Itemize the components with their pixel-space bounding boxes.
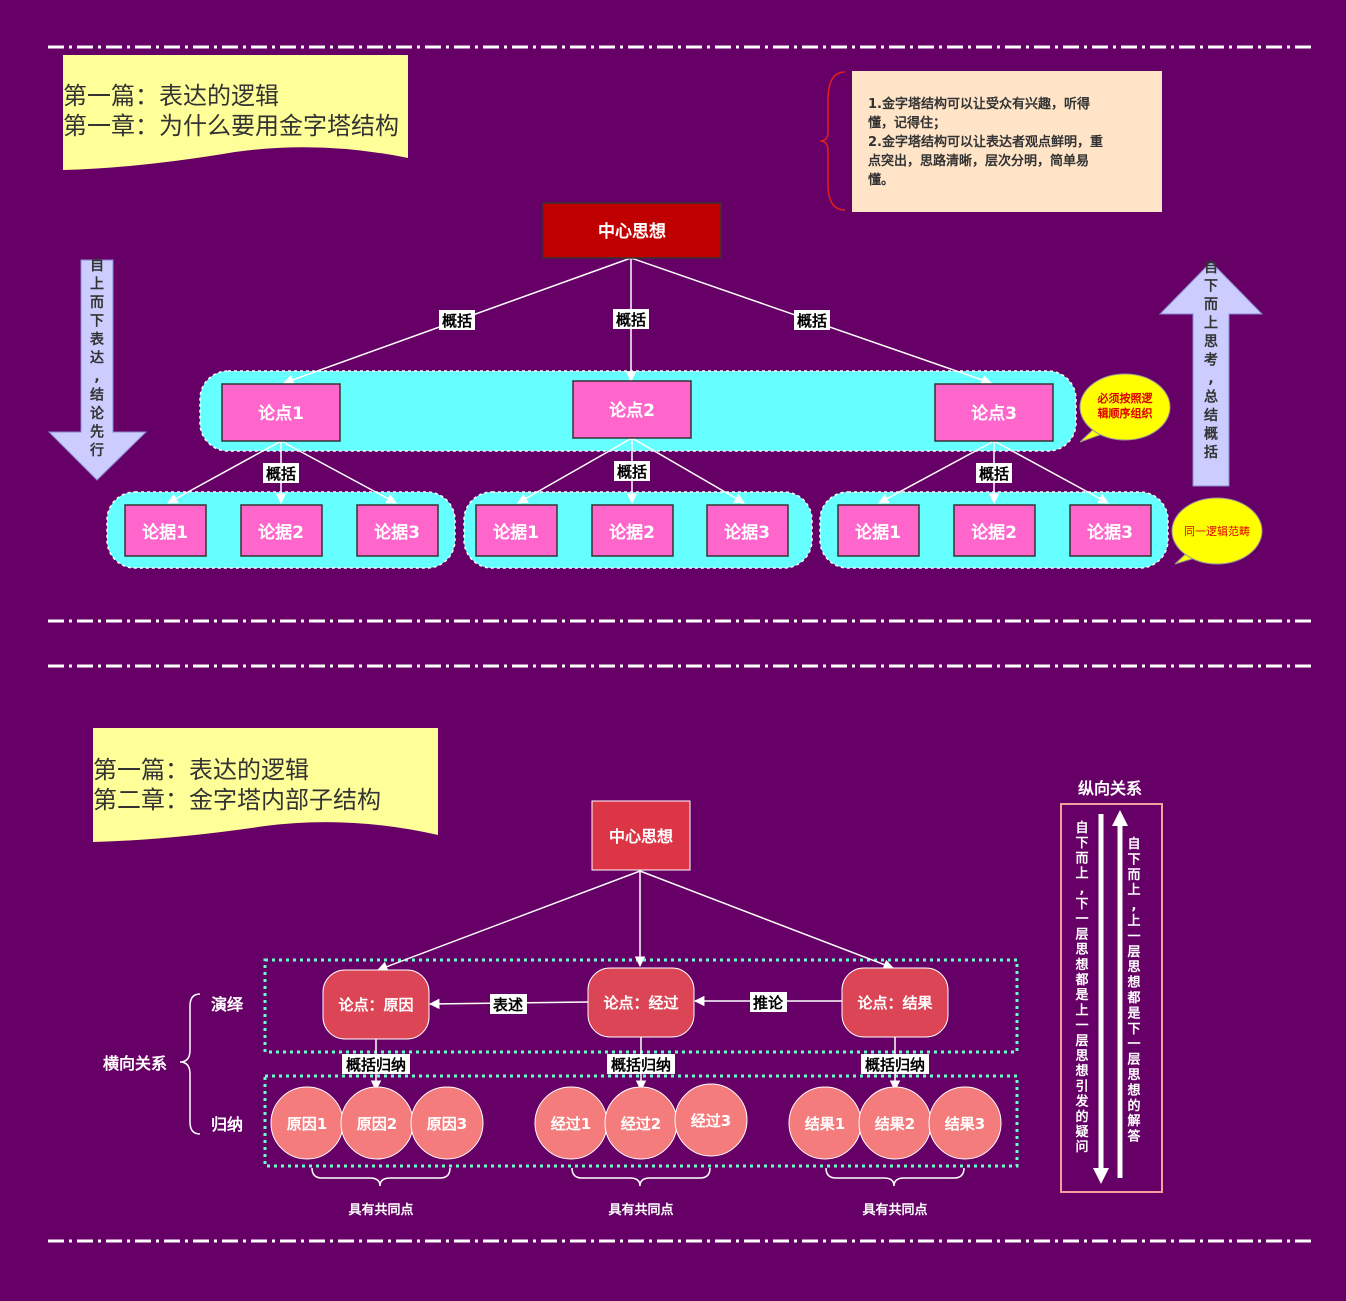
separator-lines xyxy=(48,45,1316,1243)
common-label-1: 具有共同点 xyxy=(348,1202,413,1218)
right-arrow-text: 自下而上思考,总结概括 xyxy=(1204,259,1218,461)
circle-label-1-1: 原因1 xyxy=(287,1115,327,1133)
deduction-label: 演绎 xyxy=(211,995,244,1014)
s2-point-label-3: 论点：结果 xyxy=(857,994,933,1012)
section2-title-line2: 第二章：金字塔内部子结构 xyxy=(93,786,381,814)
common-label-3: 具有共同点 xyxy=(862,1202,927,1218)
s2-point-label-1: 论点：原因 xyxy=(338,996,413,1014)
label-express: 表述 xyxy=(493,996,523,1014)
circle-label-1-3: 原因3 xyxy=(427,1115,467,1133)
vertical-relation-label: 纵向关系 xyxy=(1078,779,1142,798)
center-idea-label-2: 中心思想 xyxy=(609,827,673,846)
summary-label-5: 概括 xyxy=(617,463,647,481)
note-line-3: 2.金字塔结构可以让表达者观点鲜明，重 xyxy=(868,134,1103,150)
circle-label-2-1: 经过1 xyxy=(551,1115,591,1133)
common-labels: 具有共同点 具有共同点 具有共同点 xyxy=(348,1202,927,1218)
summary-label-2: 概括 xyxy=(616,311,646,329)
s2-point-box-3: 论点：结果 xyxy=(841,967,949,1038)
note-line-1: 1.金字塔结构可以让受众有兴趣，听得 xyxy=(868,96,1090,112)
circle-label-3-3: 结果3 xyxy=(945,1115,985,1133)
induction-group-border xyxy=(263,1074,1019,1168)
s2-point-label-2: 论点：经过 xyxy=(603,994,678,1012)
deduction-labels: 表述 推论 xyxy=(490,992,787,1014)
vertical-down-text: 自下而上,下一层思想都是上一层思想引发的疑问 xyxy=(1074,820,1089,1155)
circle-label-1-2: 原因2 xyxy=(357,1115,397,1133)
note-line-5: 懂。 xyxy=(868,172,894,188)
point-box-1: 论点1 xyxy=(221,383,341,442)
speech-bubble-category: 同一逻辑范畴 xyxy=(1171,497,1263,565)
evidence-label-3-1: 论据1 xyxy=(855,522,901,543)
bubble-order-line1: 必须按照逻 xyxy=(1097,391,1154,405)
s2-point-box-1: 论点：原因 xyxy=(322,969,430,1040)
point-box-2: 论点2 xyxy=(572,380,692,439)
bubble-category-text: 同一逻辑范畴 xyxy=(1184,524,1250,538)
section1-purpose-note: 1.金字塔结构可以让受众有兴趣，听得 懂，记得住； 2.金字塔结构可以让表达者观… xyxy=(819,71,1162,212)
summary-label-4: 概括 xyxy=(266,465,296,483)
circle-label-2-3: 经过3 xyxy=(691,1112,731,1130)
s2-point-box-2: 论点：经过 xyxy=(587,967,695,1038)
common-braces xyxy=(311,1167,965,1187)
point-label-3: 论点3 xyxy=(971,403,1017,424)
induction-labels: 概括归纳 概括归纳 概括归纳 xyxy=(342,1054,929,1074)
center2-to-points-lines xyxy=(377,870,894,972)
evidence-label-2-3: 论据3 xyxy=(724,522,770,543)
section1-title-line2: 第一章：为什么要用金字塔结构 xyxy=(63,112,399,140)
circle-label-3-1: 结果1 xyxy=(805,1115,845,1133)
summary-label-3: 概括 xyxy=(797,312,827,330)
left-down-arrow: 自上而下表达,结论先行 xyxy=(47,257,148,481)
point-box-3: 论点3 xyxy=(934,383,1054,442)
evidence-label-3-3: 论据3 xyxy=(1087,522,1133,543)
summary-labels-mid: 概括 概括 概括 xyxy=(263,461,1012,483)
center-idea-box-2: 中心思想 xyxy=(591,800,691,871)
vertical-up-text: 自下而上,上一层思想都是下一层思想的解答 xyxy=(1126,836,1141,1145)
right-up-arrow: 自下而上思考,总结概括 xyxy=(1158,259,1264,487)
left-arrow-text: 自上而下表达,结论先行 xyxy=(89,257,105,459)
section2-title-line1: 第一篇：表达的逻辑 xyxy=(93,756,309,784)
center-idea-label-1: 中心思想 xyxy=(598,221,666,242)
summary-labels-top: 概括 概括 概括 xyxy=(439,309,830,330)
section2-title-note: 第一篇：表达的逻辑 第二章：金字塔内部子结构 xyxy=(93,728,438,842)
induction-circles: 原因1 原因2 原因3 经过1 经过2 经过3 结果1 结果2 结果3 xyxy=(270,1083,1002,1160)
bubble-order-line2: 辑顺序组织 xyxy=(1098,406,1153,420)
evidence-boxes: 论据1 论据2 论据3 论据1 论据2 论据3 论据1 论据2 论据3 xyxy=(124,504,1152,557)
induction-label: 归纳 xyxy=(211,1115,243,1134)
point-label-1: 论点1 xyxy=(258,403,304,424)
label-induce-3: 概括归纳 xyxy=(865,1056,925,1074)
vertical-relation: 纵向关系 自下而上,下一层思想都是上一层思想引发的疑问 自下而上,上一层思想都是… xyxy=(1060,779,1163,1193)
circle-label-2-2: 经过2 xyxy=(621,1115,661,1133)
section1-title-line1: 第一篇：表达的逻辑 xyxy=(63,82,279,110)
evidence-label-1-2: 论据2 xyxy=(258,522,304,543)
point-label-2: 论点2 xyxy=(609,400,655,421)
label-induce-1: 概括归纳 xyxy=(346,1056,406,1074)
label-induce-2: 概括归纳 xyxy=(611,1056,671,1074)
evidence-label-1-3: 论据3 xyxy=(374,522,420,543)
evidence-label-1-1: 论据1 xyxy=(142,522,188,543)
note-line-4: 点突出，思路清晰，层次分明，简单易 xyxy=(868,153,1089,169)
evidence-label-2-1: 论据1 xyxy=(493,522,539,543)
note-line-2: 懂，记得住； xyxy=(868,115,946,131)
summary-label-6: 概括 xyxy=(979,465,1009,483)
evidence-label-3-2: 论据2 xyxy=(971,522,1017,543)
center-idea-box-1: 中心思想 xyxy=(542,202,722,259)
horizontal-relation: 横向关系 演绎 归纳 xyxy=(103,993,244,1135)
speech-bubble-order: 必须按照逻 辑顺序组织 xyxy=(1079,373,1171,443)
circle-label-3-2: 结果2 xyxy=(875,1115,915,1133)
common-label-2: 具有共同点 xyxy=(608,1202,673,1218)
summary-label-1: 概括 xyxy=(442,312,472,330)
section1-title-note: 第一篇：表达的逻辑 第一章：为什么要用金字塔结构 xyxy=(63,55,408,170)
label-infer: 推论 xyxy=(753,994,784,1012)
evidence-label-2-2: 论据2 xyxy=(609,522,655,543)
horizontal-relation-label: 横向关系 xyxy=(103,1054,167,1073)
